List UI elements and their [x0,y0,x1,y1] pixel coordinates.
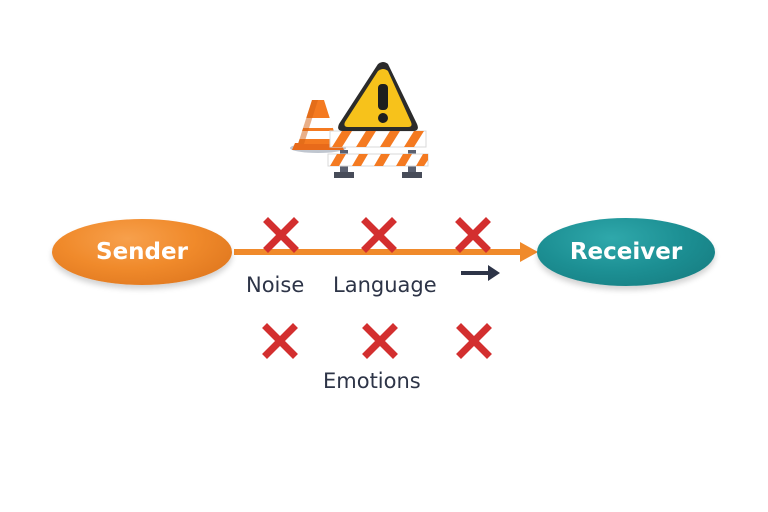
sender-label: Sender [96,239,188,265]
warning-sign-icon [338,62,418,131]
receiver-node: Receiver [537,218,715,286]
arrow-right-icon [461,265,500,281]
cross-mark-icon [362,323,398,359]
cross-mark-icon [456,323,492,359]
road-barricade-icon [327,130,429,178]
receiver-label: Receiver [569,239,683,265]
cross-mark-icon [263,217,299,253]
noise-label: Noise [246,273,305,297]
message-arrow [234,242,538,262]
traffic-cone-icon [290,100,346,153]
cross-mark-icon [361,217,397,253]
cross-mark-icon [262,323,298,359]
emotions-label: Emotions [323,369,421,393]
cross-mark-icon [455,217,491,253]
language-label: Language [333,273,437,297]
sender-node: Sender [52,219,232,285]
